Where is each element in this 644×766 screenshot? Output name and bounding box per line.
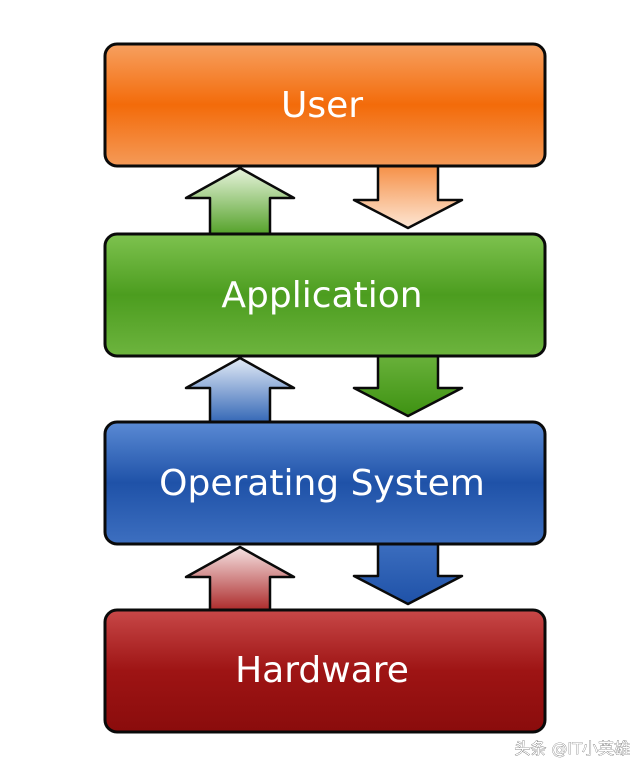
layer-hardware: Hardware: [103, 608, 547, 734]
arrow-up-application-to-user: [184, 166, 296, 240]
arrow-up-hardware-to-os: [184, 545, 296, 616]
layer-operating-system-label: Operating System: [159, 463, 485, 504]
layer-application: Application: [103, 232, 547, 358]
arrow-down-os-to-hardware: [352, 538, 464, 606]
watermark-text: 头条 @IT小英雄: [514, 739, 630, 758]
layer-user: User: [103, 42, 547, 168]
layer-application-label: Application: [221, 275, 422, 316]
arrow-up-os-to-application: [184, 356, 296, 427]
layer-user-label: User: [281, 85, 363, 126]
arrow-down-user-to-application: [352, 158, 464, 230]
layer-operating-system: Operating System: [103, 420, 547, 546]
layer-hardware-label: Hardware: [235, 650, 409, 691]
arrow-down-application-to-os: [352, 348, 464, 418]
